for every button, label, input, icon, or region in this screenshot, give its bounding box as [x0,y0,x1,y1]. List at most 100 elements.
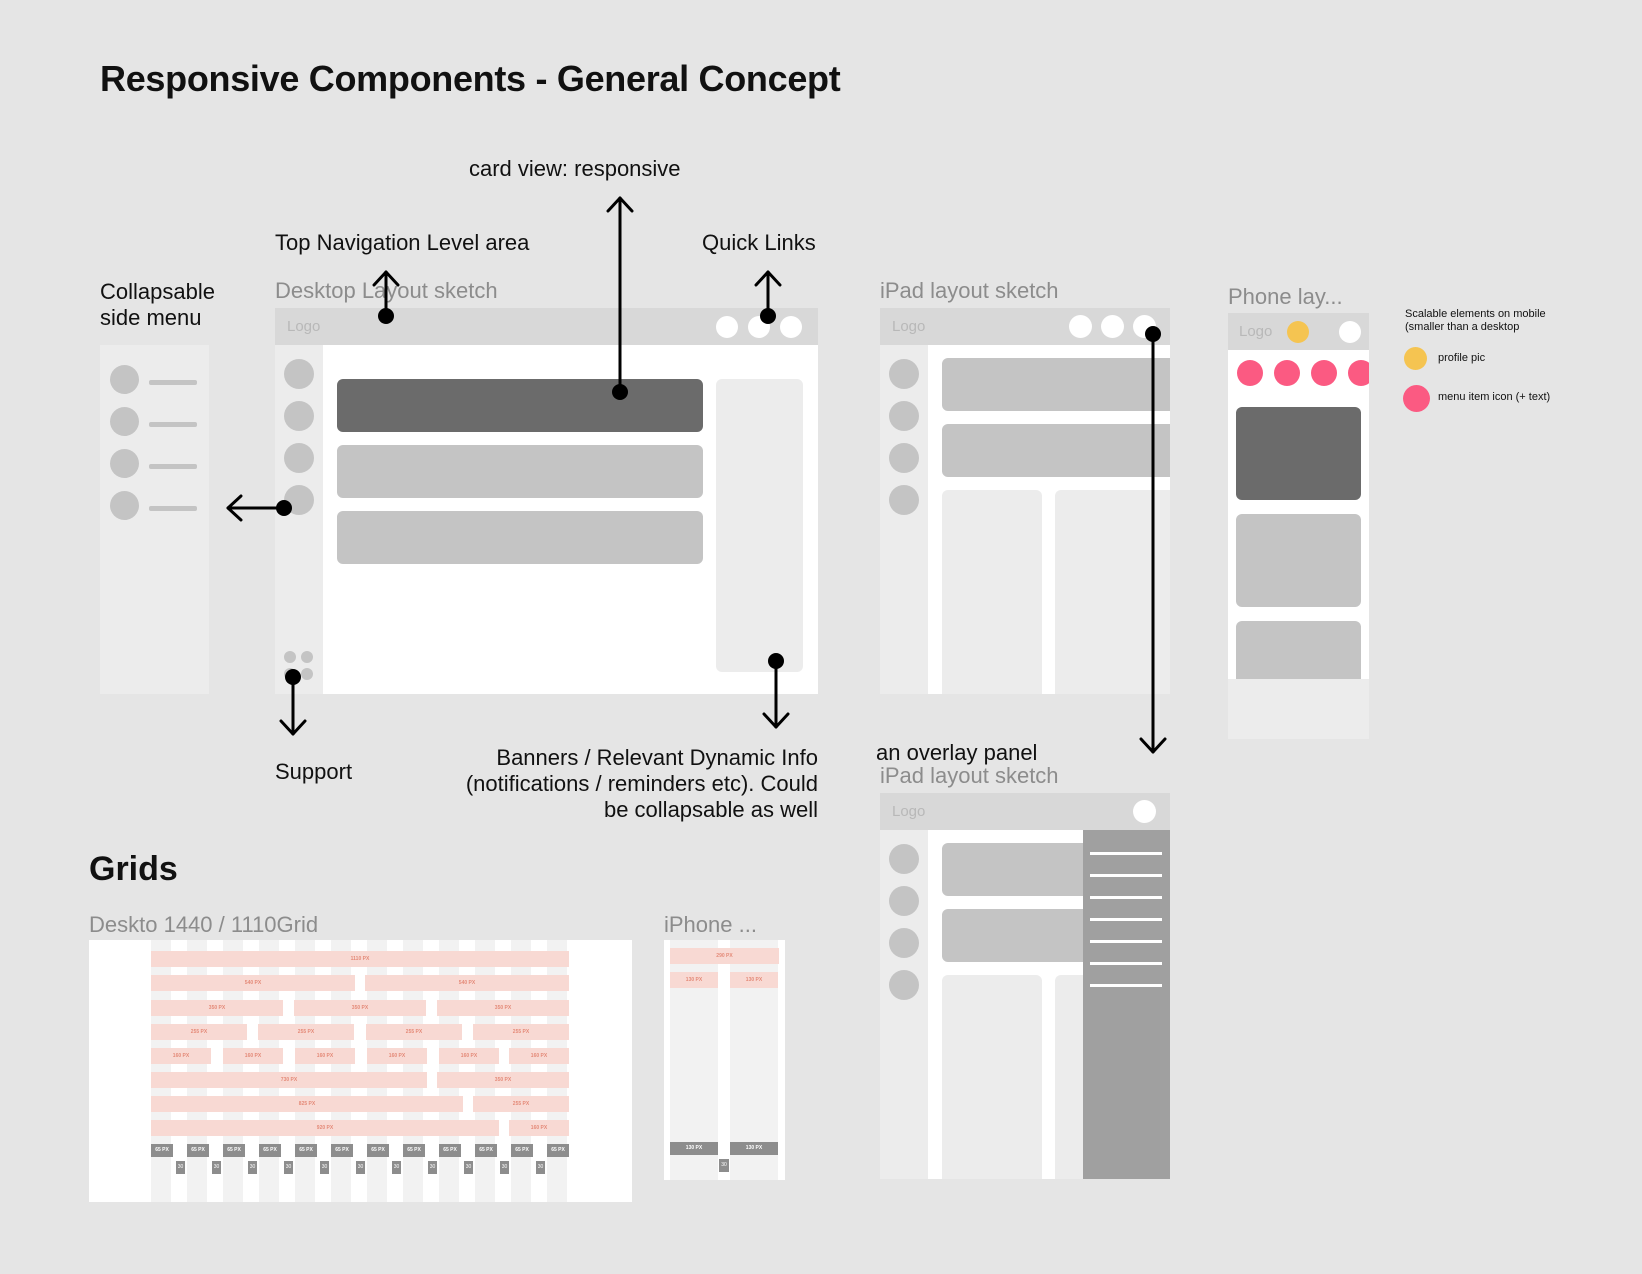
desktop-logo: Logo [287,318,321,335]
grid-cell-label: 350 PX [494,1005,512,1011]
card-tall[interactable] [942,975,1042,1179]
profile-pic-icon[interactable] [1287,321,1309,343]
profile-pic-legend-swatch [1404,347,1427,370]
grid-cell: 920 PX [151,1120,499,1136]
menu-item-icon[interactable] [1237,360,1263,386]
grid-cell-label: 350 PX [494,1077,512,1083]
card[interactable] [942,358,1170,411]
grid-column-width-marker: 65 PX [187,1144,209,1157]
legend-heading: Scalable elements on mobile (smaller tha… [1405,308,1546,334]
profile-pic-legend-label: profile pic [1438,352,1486,364]
menu-icon[interactable] [284,401,314,431]
overlay-menu-line [1090,984,1162,987]
support-icon[interactable] [301,651,313,663]
grids-heading: Grids [89,850,178,888]
menu-icon[interactable] [889,928,919,958]
grid-cell: 130 PX [670,972,718,988]
quick-links-annotation: Quick Links [702,230,816,255]
banners-annotation-line1: Banners / Relevant Dynamic Info [496,745,818,770]
quick-link-icon[interactable] [1101,315,1124,338]
grid-cell-label: 255 PX [297,1029,315,1035]
ipad-logo: Logo [892,318,926,335]
grid-cell: 1110 PX [151,951,569,967]
grid-cell-label: 540 PX [458,980,476,986]
banners-panel[interactable] [716,379,803,672]
menu-icon[interactable] [284,359,314,389]
menu-item-icon[interactable] [1274,360,1300,386]
quick-link-icon[interactable] [1069,315,1092,338]
card-dark[interactable] [1236,407,1361,500]
grid-cell-label: 160 PX [244,1053,262,1059]
grid-column-width-marker: 65 PX [151,1144,173,1157]
menu-icon [110,365,139,394]
card[interactable] [337,511,703,564]
legend-heading-line1: Scalable elements on mobile [1405,308,1546,320]
grid-gutter-marker: 30 [248,1161,257,1174]
menu-item-legend-swatch [1403,385,1430,412]
page-title: Responsive Components - General Concept [100,58,841,99]
grid-cell: 160 PX [367,1048,427,1064]
grid-cell-label: 350 PX [208,1005,226,1011]
overlay-menu-line [1090,940,1162,943]
arrow-dot [378,308,394,324]
menu-icon[interactable] [889,970,919,1000]
menu-icon[interactable] [284,443,314,473]
support-icon[interactable] [284,651,296,663]
grid-cell: 255 PX [473,1096,569,1112]
support-arrow [279,675,307,736]
card[interactable] [337,445,703,498]
grid-cell-label: 160 PX [530,1125,548,1131]
overlay-panel[interactable] [1083,830,1170,1179]
grid-cell-label: 540 PX [244,980,262,986]
phone-frame-label: Phone lay... [1228,284,1343,309]
grid-gutter-marker: 30 [320,1161,329,1174]
arrow-dot [760,308,776,324]
grid-cell: 540 PX [151,975,355,991]
phone-logo: Logo [1239,323,1273,340]
grid-cell: 255 PX [258,1024,354,1040]
support-icon[interactable] [301,668,313,680]
arrow-dot [768,653,784,669]
grid-gutter-marker: 30 [212,1161,221,1174]
card-dark[interactable] [337,379,703,432]
ipad-side-menu [880,345,928,694]
overlay-menu-line [1090,918,1162,921]
card[interactable] [1236,514,1361,607]
grid-cell-label: 730 PX [280,1077,298,1083]
grid-cell: 730 PX [151,1072,427,1088]
card-tall[interactable] [942,490,1042,694]
overlay-panel-arrow [1139,332,1167,754]
menu-icon[interactable] [889,485,919,515]
ipad-top-bar: Logo [880,308,1170,345]
menu-item-icon[interactable] [1311,360,1337,386]
menu-icon[interactable] [889,401,919,431]
grid-gutter-marker: 30 [428,1161,437,1174]
card-tall[interactable] [1055,490,1170,694]
menu-toggle-icon[interactable] [1133,800,1156,823]
grid-column-width-marker: 65 PX [475,1144,497,1157]
quick-link-icon[interactable] [780,316,802,338]
menu-icon[interactable] [889,886,919,916]
menu-text-line [149,380,197,385]
menu-icon [110,449,139,478]
grid-cell-label: 290 PX [716,953,733,959]
card[interactable] [942,424,1170,477]
quick-link-icon[interactable] [716,316,738,338]
grid-cell-label: 130 PX [745,977,763,983]
grid-gutter-marker: 30 [356,1161,365,1174]
grid-column-width-marker: 65 PX [511,1144,533,1157]
menu-icon[interactable] [889,359,919,389]
grid-cell: 160 PX [509,1120,569,1136]
menu-text-line [149,464,197,469]
menu-item-icon[interactable] [1348,360,1369,386]
collapsable-annotation-line2: side menu [100,305,202,330]
grid-column-width-marker: 65 PX [547,1144,569,1157]
grid-gutter-marker: 30 [500,1161,509,1174]
menu-icon[interactable] [889,443,919,473]
grid-cell: 160 PX [151,1048,211,1064]
menu-toggle-icon[interactable] [1339,321,1361,343]
menu-icon[interactable] [889,844,919,874]
ipad-frame: Logo [880,308,1170,694]
grid-cell: 350 PX [437,1072,569,1088]
desktop-frame: Logo [275,308,818,694]
